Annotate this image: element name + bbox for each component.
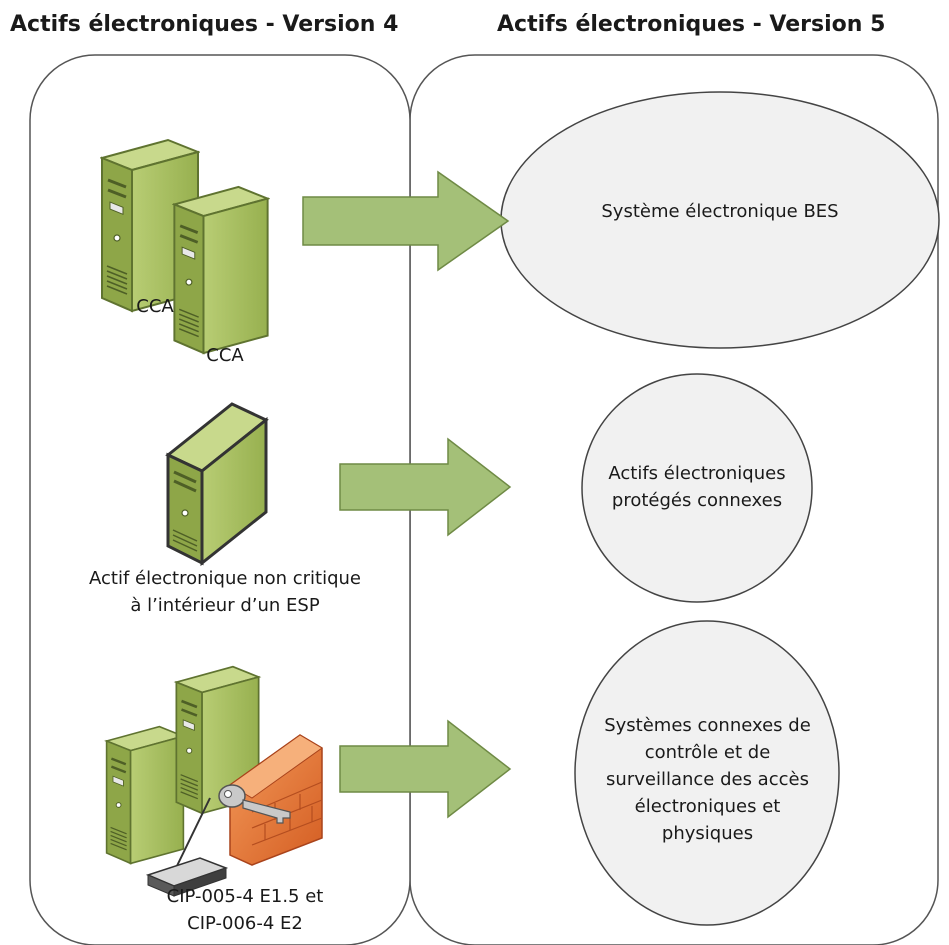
cip-standard-label: CIP-005-4 E1.5 et CIP-006-4 E2	[166, 886, 324, 934]
protected-assets-circle	[581, 373, 813, 603]
server-icon	[105, 725, 185, 865]
column-title-version-4: Actifs électroniques - Version 4	[10, 12, 399, 37]
cca-label: CCA	[136, 296, 174, 317]
router-icon	[145, 797, 229, 897]
bes-system-label: Système électronique BES	[601, 201, 839, 222]
protected-assets-label: Actifs électroniques protégés connexes	[608, 463, 786, 511]
access-control-systems-label: Systèmes connexes de contrôle et de surv…	[604, 715, 811, 844]
non-critical-asset-label: Actif électronique non critique à l’inté…	[89, 568, 361, 616]
arrow-right-icon	[339, 719, 512, 819]
server-icon	[165, 402, 269, 567]
column-title-version-5: Actifs électroniques - Version 5	[497, 12, 886, 37]
cca-label: CCA	[206, 345, 244, 366]
arrow-right-icon	[339, 437, 512, 537]
key-icon	[218, 784, 291, 824]
arrow-right-icon	[302, 170, 510, 272]
server-icon	[172, 185, 270, 355]
access-control-systems-circle	[574, 620, 840, 926]
